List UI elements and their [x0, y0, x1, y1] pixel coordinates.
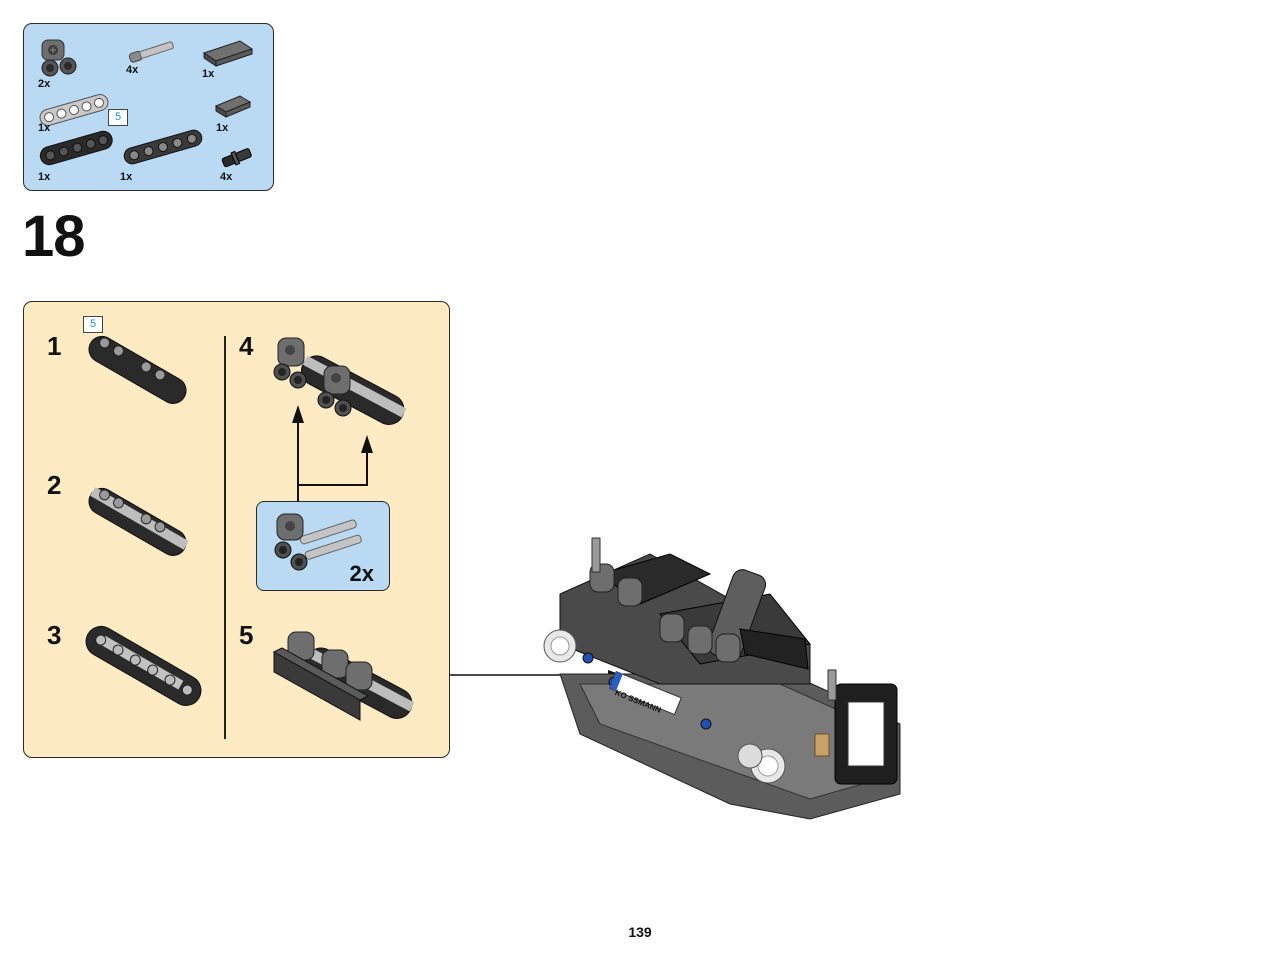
connector-with-axles-illustration	[274, 513, 362, 571]
parts-list-panel: 2x 4x 1x 5 1x 1x	[23, 23, 274, 191]
part-qty: 1x	[120, 171, 133, 183]
beam-with-connectors-illustration	[273, 337, 407, 425]
sub-assembly-callout: 2x	[256, 501, 390, 591]
part-qty: 1x	[38, 122, 51, 134]
sub-step-number: 4	[239, 331, 254, 361]
sub-step-number: 3	[47, 620, 62, 650]
flat-tile-long-icon	[202, 40, 254, 67]
sub-step-number: 1	[47, 331, 62, 361]
dark-beam-5-icon	[123, 129, 203, 165]
part-qty: 4x	[220, 171, 233, 183]
step-number: 18	[22, 204, 86, 269]
sub-steps-divider	[224, 336, 226, 739]
light-gray-beam-5-icon	[39, 94, 109, 126]
length-reference-box: 5	[108, 109, 128, 126]
part-qty: 1x	[38, 171, 51, 183]
part-qty: 4x	[126, 64, 139, 76]
flat-tile-short-icon	[214, 95, 252, 118]
assembly-arrows	[292, 405, 373, 501]
axle-pin-icon	[128, 41, 174, 63]
double-pin-connector-icon	[41, 39, 77, 77]
part-qty: 1x	[202, 68, 215, 80]
callout-qty: 2x	[349, 561, 374, 586]
part-qty: 2x	[38, 78, 51, 90]
sub-step-number: 2	[47, 470, 62, 500]
black-pin-icon	[221, 148, 252, 168]
sub-assembly-panel: 5 1 2 3	[23, 301, 450, 758]
beam-assembly-with-tiles-illustration	[272, 631, 415, 721]
black-beam-5-icon	[39, 130, 113, 166]
sub-step-number: 5	[239, 620, 254, 650]
beam-with-pins-illustration	[88, 335, 187, 404]
length-reference-box: 5	[83, 316, 103, 333]
double-beam-stack-illustration	[85, 625, 202, 706]
beam-with-pins-and-stripe-illustration	[88, 487, 189, 556]
chassis-model-illustration	[543, 537, 901, 820]
part-qty: 1x	[216, 122, 229, 134]
page-number: 139	[628, 924, 652, 940]
